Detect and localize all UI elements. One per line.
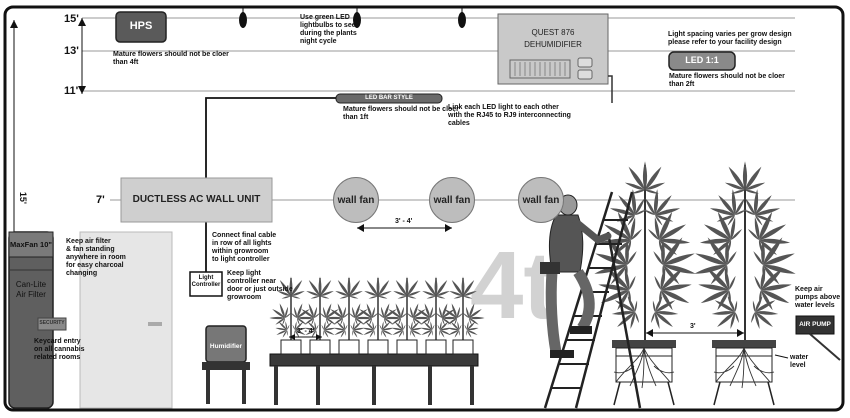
- maxfan-label: MaxFan 10": [10, 240, 52, 249]
- wall-fan-3: wall fan: [518, 177, 564, 223]
- air-pump-note: Keep air pumps above water levels: [795, 286, 841, 309]
- led-bar-note: Mature flowers should not be cloer than …: [343, 106, 459, 121]
- green-bulb-icon: [239, 8, 466, 28]
- small-plants: [266, 277, 489, 355]
- plant-spacing-label: 3' - 4': [297, 328, 315, 335]
- hps-light-label: HPS: [129, 20, 153, 32]
- humidifier-label: Humidifier: [209, 343, 243, 350]
- final-cable-note: Connect final cable in row of all lights…: [212, 232, 277, 263]
- svg-text:4t: 4t: [470, 232, 555, 339]
- green-led-note: Use green LED lightbulbs to see during t…: [300, 14, 357, 45]
- ac-unit-label: DUCTLESS AC WALL UNIT: [132, 194, 261, 205]
- led-bar-label: LED BAR STYLE: [365, 95, 413, 101]
- link-cables-note: Link each LED light to each other with t…: [448, 104, 571, 127]
- wall-fan-1: wall fan: [333, 177, 379, 223]
- air-pump-label: AIR PUMP: [799, 321, 831, 328]
- tank-spacing-label: 3': [690, 323, 696, 330]
- room-height-label: 15': [18, 191, 29, 205]
- hps-note: Mature flowers should not be cloer than …: [113, 51, 229, 66]
- light-spacing-note: Light spacing varies per grow design ple…: [668, 31, 792, 46]
- large-plants: [587, 161, 803, 340]
- canlite-filter-label: Can-Lite Air Filter: [15, 280, 47, 299]
- dehumidifier-model: QUEST 876: [531, 28, 575, 37]
- light-controller-label: Light Controller: [191, 275, 221, 288]
- height-label-7: 7': [96, 194, 105, 206]
- worker-figure: [540, 194, 612, 358]
- air-filter-note: Keep air filter & fan standing anywhere …: [66, 238, 126, 277]
- led-1to1-note: Mature flowers should not be cloer than …: [669, 73, 785, 88]
- dehumidifier-label: DEHUMIDIFIER: [524, 40, 582, 49]
- height-label-15: 15': [64, 13, 79, 25]
- fan-spacing-label: 3' - 4': [395, 218, 413, 225]
- led-1to1-label: LED 1:1: [685, 55, 719, 65]
- height-label-13: 13': [64, 45, 79, 57]
- height-label-11: 11': [64, 85, 79, 97]
- security-badge: SECURITY: [39, 320, 65, 326]
- wall-fan-2: wall fan: [429, 177, 475, 223]
- keycard-note: Keycard entry on all cannabis related ro…: [34, 338, 85, 361]
- controller-location-note: Keep light controller near door or just …: [227, 270, 293, 301]
- water-level-label: water level: [790, 354, 809, 369]
